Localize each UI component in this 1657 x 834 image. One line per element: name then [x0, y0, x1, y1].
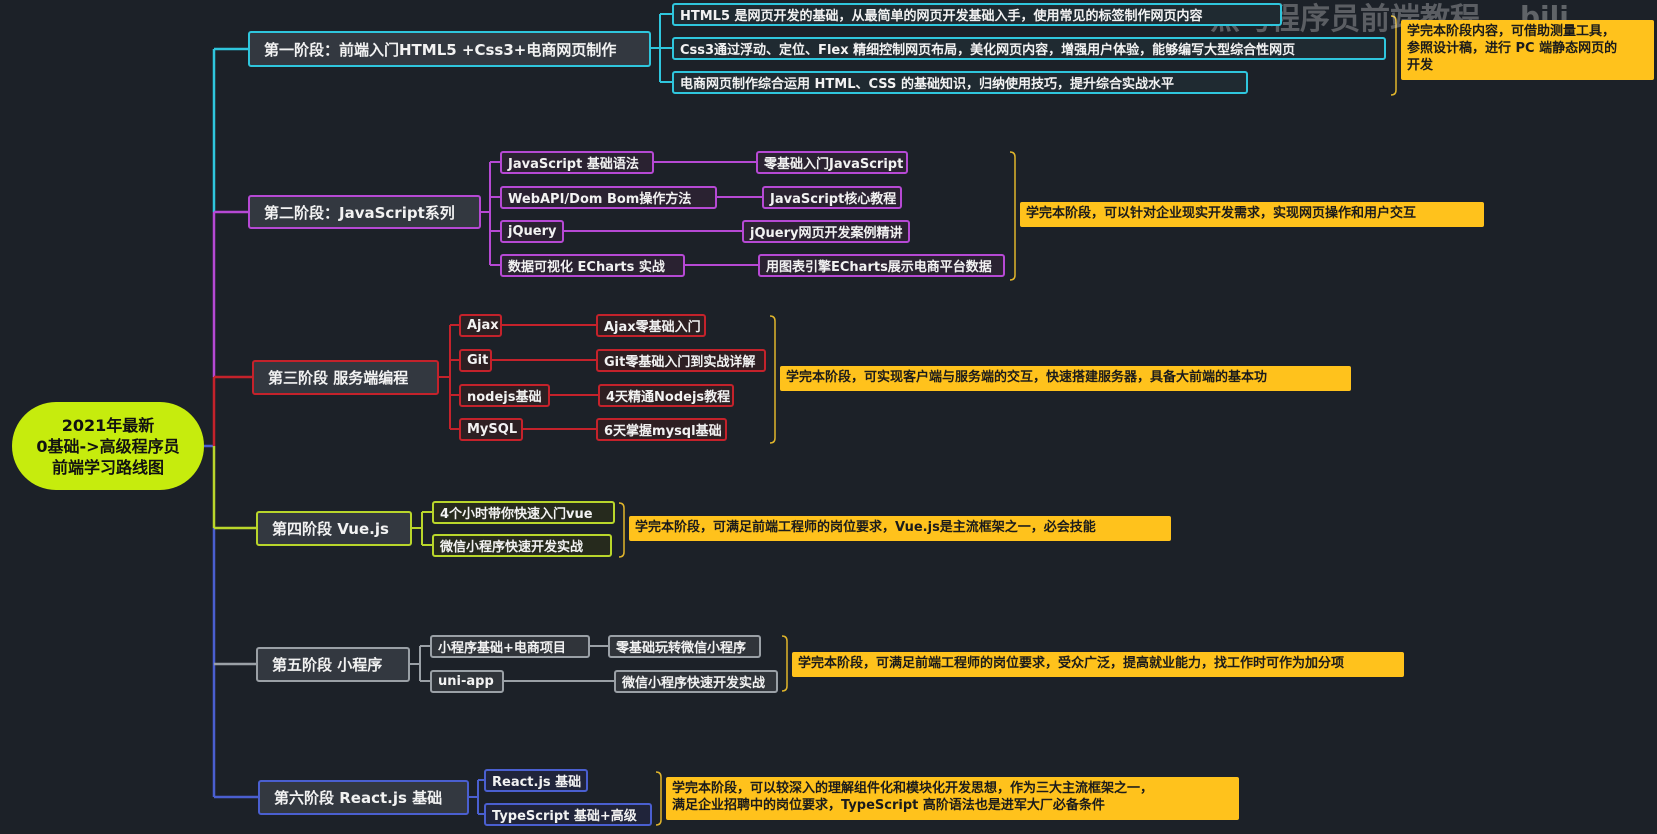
stage-6-node[interactable]: 第六阶段 React.js 基础	[258, 780, 469, 815]
stage-3-topic-nodejs[interactable]: nodejs基础	[459, 384, 550, 407]
stage-2-node[interactable]: 第二阶段：JavaScript系列	[248, 195, 481, 229]
stage-2-topic-webapi[interactable]: WebAPI/Dom Bom操作方法	[500, 186, 717, 209]
stage-2-course-jquery-cases[interactable]: jQuery网页开发案例精讲	[742, 220, 910, 243]
stage-4-item-miniprogram[interactable]: 微信小程序快速开发实战	[432, 534, 612, 557]
stage-4-note: 学完本阶段，可满足前端工程师的岗位要求，Vue.js是主流框架之一，必会技能	[629, 516, 1171, 541]
stage-5-topic-miniprogram-basics[interactable]: 小程序基础+电商项目	[430, 635, 590, 658]
root-title-line1: 2021年最新	[61, 415, 155, 435]
stage-5-note: 学完本阶段，可满足前端工程师的岗位要求，受众广泛，提高就业能力，找工作时可作为加…	[792, 652, 1404, 677]
stage-3-topic-mysql[interactable]: MySQL	[459, 418, 523, 441]
stage-1-node[interactable]: 第一阶段：前端入门HTML5 +Css3+电商网页制作	[248, 31, 651, 67]
stage-6-note-line: 满足企业招聘中的岗位要求，TypeScript 高阶语法也是进军大厂必备条件	[672, 798, 1105, 813]
stage-3-course-ajax[interactable]: Ajax零基础入门	[596, 314, 706, 337]
stage-5-topic-uniapp[interactable]: uni-app	[430, 670, 504, 693]
stage-6-note: 学完本阶段，可以较深入的理解组件化和模块化开发思想，作为三大主流框架之一， 满足…	[666, 777, 1239, 820]
stage-6-item-typescript[interactable]: TypeScript 基础+高级	[484, 803, 652, 826]
stage-3-note: 学完本阶段，可实现客户端与服务端的交互，快速搭建服务器，具备大前端的基本功	[780, 366, 1351, 391]
stage-2-course-js-intro[interactable]: 零基础入门JavaScript	[756, 151, 908, 174]
stage-2-topic-jquery[interactable]: jQuery	[500, 220, 564, 243]
root-title-line3: 前端学习路线图	[51, 457, 164, 477]
stage-2-course-echarts-data[interactable]: 用图表引擎ECharts展示电商平台数据	[758, 254, 1005, 277]
stage-5-course-wechat-miniprogram[interactable]: 零基础玩转微信小程序	[608, 635, 761, 658]
stage-2-topic-js-basics[interactable]: JavaScript 基础语法	[500, 151, 654, 174]
stage-5-node[interactable]: 第五阶段 小程序	[256, 647, 410, 682]
stage-1-item-html5[interactable]: HTML5 是网页开发的基础，从最简单的网页开发基础入手，使用常见的标签制作网页…	[672, 3, 1282, 26]
stage-2-note: 学完本阶段，可以针对企业现实开发需求，实现网页操作和用户交互	[1020, 202, 1484, 227]
stage-4-item-vue-intro[interactable]: 4个小时带你快速入门vue	[432, 501, 615, 524]
stage-1-note: 学完本阶段内容，可借助测量工具， 参照设计稿，进行 PC 端静态网页的 开发	[1401, 20, 1654, 80]
stage-3-node[interactable]: 第三阶段 服务端编程	[252, 360, 439, 395]
stage-6-note-line: 学完本阶段，可以较深入的理解组件化和模块化开发思想，作为三大主流框架之一，	[672, 781, 1154, 796]
stage-1-item-css3[interactable]: Css3通过浮动、定位、Flex 精细控制网页布局，美化网页内容，增强用户体验，…	[672, 37, 1386, 60]
stage-3-course-git[interactable]: Git零基础入门到实战详解	[596, 349, 766, 372]
stage-4-node[interactable]: 第四阶段 Vue.js	[256, 511, 412, 546]
stage-1-note-line: 开发	[1407, 58, 1434, 73]
stage-1-item-ecommerce[interactable]: 电商网页制作综合运用 HTML、CSS 的基础知识，归纳使用技巧，提升综合实战水…	[672, 71, 1248, 94]
root-node: 2021年最新 0基础->高级程序员 前端学习路线图	[12, 402, 204, 490]
stage-6-item-react[interactable]: React.js 基础	[484, 769, 588, 792]
stage-3-course-mysql[interactable]: 6天掌握mysql基础	[596, 418, 727, 441]
stage-3-course-nodejs[interactable]: 4天精通Nodejs教程	[598, 384, 734, 407]
stage-3-topic-git[interactable]: Git	[459, 349, 492, 372]
root-title-line2: 0基础->高级程序员	[36, 436, 180, 456]
stage-2-topic-echarts[interactable]: 数据可视化 ECharts 实战	[500, 254, 685, 277]
stage-1-note-line: 参照设计稿，进行 PC 端静态网页的	[1407, 41, 1618, 56]
stage-1-note-line: 学完本阶段内容，可借助测量工具，	[1407, 24, 1616, 39]
stage-3-topic-ajax[interactable]: Ajax	[459, 314, 502, 337]
stage-2-course-js-core[interactable]: JavaScript核心教程	[762, 186, 902, 209]
stage-5-course-quick-dev[interactable]: 微信小程序快速开发实战	[614, 670, 778, 693]
